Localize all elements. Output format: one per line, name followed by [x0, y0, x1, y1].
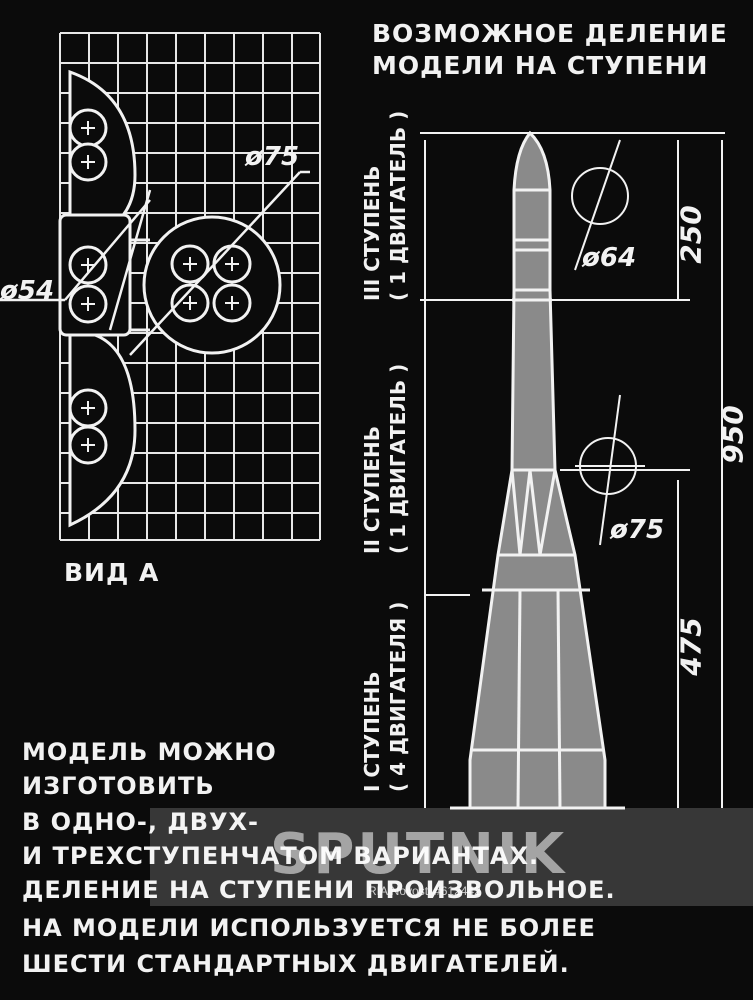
dim-64: ø64 — [582, 243, 637, 273]
text-line-7: ШЕСТИ СТАНДАРТНЫХ ДВИГАТЕЛЕЙ. — [22, 950, 570, 978]
dim-250: 250 — [674, 205, 708, 264]
text-line-5: ДЕЛЕНИЕ НА СТУПЕНИ ПРОИЗВОЛЬНОЕ. — [22, 876, 616, 904]
text-line-4: И ТРЕХСТУПЕНЧАТОМ ВАРИАНТАХ. — [22, 842, 540, 870]
dim-950: 950 — [716, 405, 750, 464]
text-line-6: НА МОДЕЛИ ИСПОЛЬЗУЕТСЯ НЕ БОЛЕЕ — [22, 914, 596, 942]
watermark-id: RIA Novosti #612442 — [368, 884, 481, 898]
watermark-logo: SPUTNIK — [270, 822, 568, 887]
stage3-name: III СТУПЕНЬ — [360, 165, 384, 301]
text-line-2: ИЗГОТОВИТЬ — [22, 772, 215, 800]
stage2-engines: ( 1 ДВИГАТЕЛЬ ) — [386, 363, 410, 554]
engine-crosses — [81, 121, 239, 452]
stage2-name: II СТУПЕНЬ — [360, 426, 384, 554]
watermark-band — [150, 808, 753, 906]
dim-54: ø54 — [0, 276, 55, 306]
dim-475: 475 — [674, 617, 708, 676]
text-line-3: В ОДНО-, ДВУХ- — [22, 808, 259, 836]
text-line-1: МОДЕЛЬ МОЖНО — [22, 738, 277, 766]
title-line-1: ВОЗМОЖНОЕ ДЕЛЕНИЕ — [372, 19, 728, 48]
stage1-engines: ( 4 ДВИГАТЕЛЯ ) — [386, 601, 410, 792]
view-a-label: ВИД А — [64, 558, 160, 587]
view-a-dimension-lines — [0, 170, 310, 356]
dim-75-top: ø75 — [245, 142, 300, 172]
title-line-2: МОДЕЛИ НА СТУПЕНИ — [372, 51, 709, 80]
dim-75-mid: ø75 — [610, 515, 665, 545]
stage1-name: I СТУПЕНЬ — [360, 671, 384, 792]
stage3-engines: ( 1 ДВИГАТЕЛЬ ) — [386, 110, 410, 301]
rocket-dimension-lines — [420, 132, 725, 808]
